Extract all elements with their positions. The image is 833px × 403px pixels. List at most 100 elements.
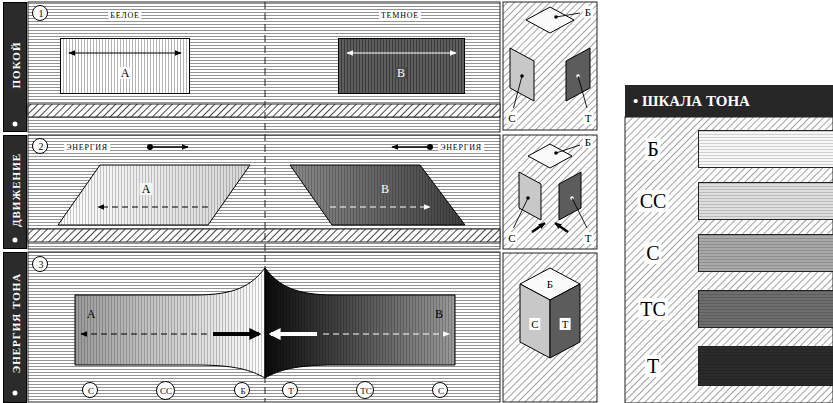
extent-arrow — [69, 52, 181, 53]
tone-energy-light: А — [75, 266, 265, 380]
face-label: Б — [583, 6, 593, 18]
bullet-dot — [13, 122, 18, 127]
floor-hatch — [28, 229, 500, 242]
cube-panel — [503, 135, 597, 249]
band-title: ПОКОЙ — [11, 42, 22, 89]
band-title: ДВИЖЕНИЕ — [11, 153, 22, 227]
assembly-arrow — [532, 223, 545, 232]
face-label: С — [506, 232, 517, 244]
shape-outline — [290, 165, 465, 225]
marker-text: 3 — [39, 260, 44, 270]
energy-arrow — [150, 146, 188, 148]
cube-face-top — [526, 7, 574, 33]
legend-row: С — [625, 234, 833, 272]
face-label: Т — [583, 232, 594, 244]
marker-text: С — [88, 387, 94, 396]
leader-line — [556, 13, 580, 17]
legend-row: СС — [625, 182, 833, 220]
energy-arrow — [271, 332, 317, 336]
tone-swatch — [698, 346, 833, 386]
marker-text: СС — [160, 387, 172, 396]
tone-swatch — [698, 234, 833, 272]
panel-number: 2 — [32, 138, 48, 154]
tone-marker: С — [82, 382, 98, 398]
shape-hatch — [265, 268, 455, 378]
tone-marker: Т — [282, 382, 298, 398]
marker-text: Б — [240, 387, 245, 396]
block-letter: В — [395, 67, 407, 79]
extent-arrow — [347, 52, 456, 53]
tone-energy-dark: В — [265, 266, 455, 380]
block-letter: В — [379, 183, 391, 195]
scale-ground — [625, 117, 833, 403]
cube-face-right — [550, 284, 580, 358]
panel-number: 1 — [32, 5, 48, 21]
energy-caption: ЭНЕРГИЯ — [438, 144, 484, 153]
face-label: Т — [560, 318, 571, 330]
face-label: С — [529, 318, 540, 330]
face-label: Т — [583, 112, 594, 124]
block-letter: А — [140, 183, 153, 195]
tone-letter: Б — [645, 138, 660, 160]
shape-fill — [75, 268, 265, 378]
cube-panel — [503, 2, 597, 130]
cube-face-right — [566, 48, 590, 101]
face-label: Б — [583, 136, 593, 148]
bullet-dot — [13, 391, 18, 396]
marker-text: Т — [288, 387, 294, 396]
legend-row: Б — [625, 130, 833, 168]
panel-caption: ТЕМНОЕ — [379, 12, 421, 21]
panel-number: 3 — [32, 256, 48, 272]
shape-outline — [58, 165, 250, 225]
dark-block: В — [338, 38, 465, 94]
panel-ground — [28, 252, 500, 402]
leader-line — [578, 76, 587, 108]
tone-marker: ТС — [356, 381, 374, 399]
white-block: А — [60, 38, 190, 94]
cube-face-left — [519, 172, 541, 220]
legend-row: Т — [625, 346, 833, 386]
panel-caption: БЕЛОЕ — [108, 12, 141, 21]
shape-fill — [265, 268, 455, 378]
bullet-dot — [13, 238, 18, 243]
marker-text: ТС — [360, 387, 372, 396]
tone-marker: Б — [234, 382, 250, 398]
state-band: ПОКОЙ — [3, 2, 27, 132]
direction-arrow — [81, 333, 207, 334]
energy-caption: ЭНЕРГИЯ — [64, 144, 110, 153]
tone-swatch — [698, 182, 833, 220]
block-letter: В — [435, 308, 443, 320]
leader-line — [514, 198, 529, 228]
marker-text: С — [438, 387, 444, 396]
marker-text: 1 — [39, 9, 44, 19]
leader-line — [572, 198, 587, 228]
tone-letter: СС — [638, 190, 669, 212]
shape-fill — [290, 165, 465, 225]
band-title: ЭНЕРГИЯ ТОНА — [11, 273, 22, 374]
shape-hatch — [75, 268, 265, 378]
tone-swatch — [698, 290, 833, 328]
cube-panel — [503, 253, 597, 402]
leader-line — [514, 76, 523, 108]
floor-hatch — [28, 104, 500, 117]
face-label: С — [506, 112, 517, 124]
shape-hatch — [58, 165, 250, 225]
cube-face-right — [559, 172, 581, 220]
tone-swatch — [698, 130, 833, 168]
scale-heading: • ШКАЛА ТОНА — [633, 93, 750, 110]
block-letter: А — [119, 67, 132, 79]
tone-letter: ТС — [638, 298, 668, 320]
shape-hatch — [290, 165, 465, 225]
panel-ground — [28, 2, 500, 132]
direction-arrow — [330, 206, 430, 207]
block-letter: А — [87, 308, 96, 320]
assembly-arrow — [555, 223, 568, 232]
tone-marker: С — [432, 382, 448, 398]
face-label: Б — [545, 278, 555, 290]
cube-face-left — [520, 284, 550, 358]
energy-arrow — [213, 332, 259, 336]
direction-arrow — [98, 206, 208, 207]
leader-line — [556, 145, 580, 153]
shape-outline — [265, 266, 455, 380]
